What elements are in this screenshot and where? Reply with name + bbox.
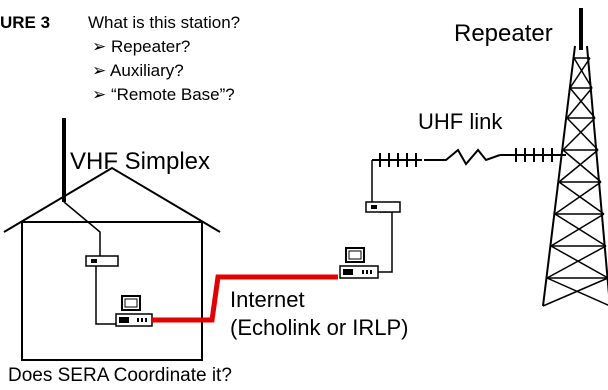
repeater-label: Repeater — [454, 20, 553, 47]
home-feedline — [63, 201, 101, 256]
option-remote-base: ➢ “Remote Base”? — [92, 86, 235, 103]
internet-connection-line — [152, 274, 338, 323]
option-repeater: ➢ Repeater? — [92, 38, 190, 55]
option-text: Auxiliary? — [110, 61, 184, 80]
home-radio-icon — [85, 255, 119, 267]
left-yagi-icon — [372, 153, 422, 167]
option-text: “Remote Base”? — [110, 85, 235, 104]
coordination-question: Does SERA Coordinate it? — [8, 365, 232, 386]
option-auxiliary: ➢ Auxiliary? — [92, 62, 184, 79]
repeater-tower-icon — [542, 8, 608, 307]
arrow-bullet-icon: ➢ — [92, 37, 107, 56]
house-icon — [3, 166, 221, 361]
vhf-simplex-label: VHF Simplex — [70, 148, 211, 175]
station-question: What is this station? — [88, 13, 241, 32]
figure-label: URE 3 — [0, 13, 51, 32]
home-radio-to-computer — [95, 266, 118, 325]
remote-radio-icon — [365, 201, 401, 213]
uhf-link-zigzag — [424, 148, 501, 166]
right-yagi-icon — [500, 148, 566, 162]
remote-computer-to-radio — [378, 211, 393, 273]
uhf-link-label: UHF link — [418, 109, 503, 134]
echolink-label: (Echolink or IRLP) — [230, 315, 409, 340]
arrow-bullet-icon: ➢ — [92, 85, 107, 104]
arrow-bullet-icon: ➢ — [92, 61, 107, 80]
internet-label: Internet — [230, 287, 305, 312]
option-text: Repeater? — [110, 37, 191, 56]
remote-computer-icon — [339, 247, 379, 279]
home-computer-icon — [115, 295, 153, 327]
